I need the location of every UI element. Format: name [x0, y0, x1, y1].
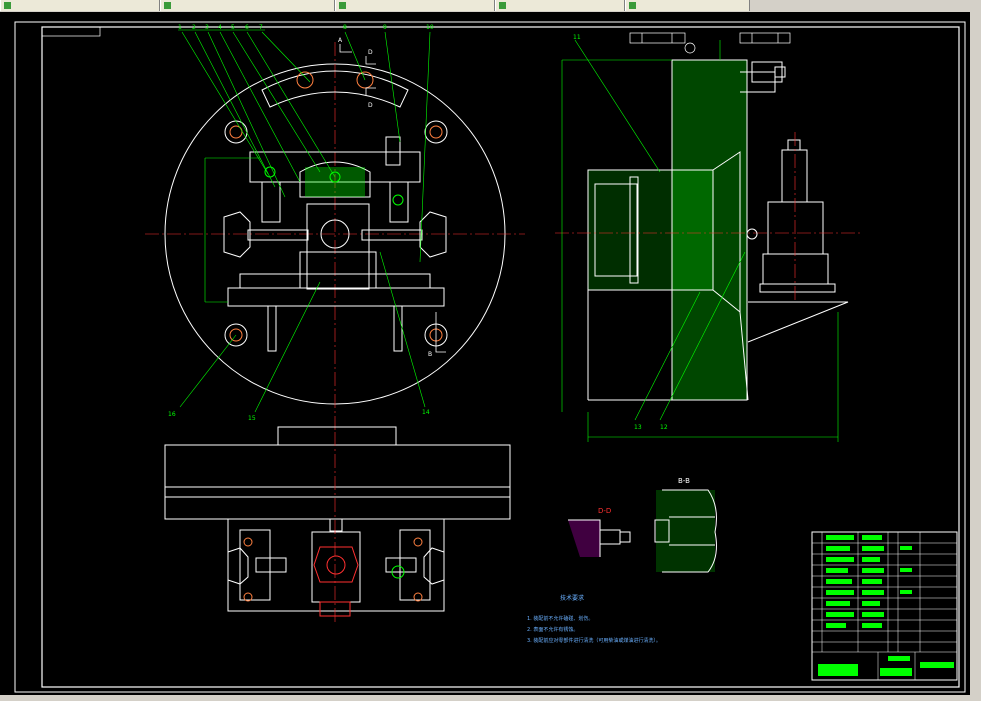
corner-block: [41, 26, 101, 37]
section-title-d-d: D-D: [598, 507, 611, 515]
callout-16: 16: [168, 411, 176, 418]
tab-4[interactable]: [495, 0, 625, 11]
callout-15: 15: [248, 415, 256, 422]
side-section-view: 11 13 12: [555, 32, 860, 442]
callout-12: 12: [660, 424, 668, 431]
callout-7: 7: [259, 24, 263, 31]
drawing-canvas[interactable]: 1 2 3 4 5 6 7 8 9 10 16 15 14 A D D B: [0, 12, 970, 695]
front-view: 1 2 3 4 5 6 7 8 9 10 16 15 14 A D D B: [145, 24, 525, 432]
callout-8: 8: [343, 24, 347, 31]
tab-1[interactable]: [0, 0, 160, 11]
section-mark-a: A: [338, 37, 343, 44]
sheet-inner-border: [41, 26, 960, 688]
arc-slot: [261, 70, 409, 108]
drawing-file-icon: [4, 2, 11, 9]
callout-14: 14: [422, 409, 430, 416]
tech-req-item-3: 3. 装配前应对零部件进行清洗（可用柴油或煤油进行清洗）。: [527, 638, 661, 644]
top-view: [164, 426, 511, 617]
title-block: [811, 531, 958, 681]
tab-5[interactable]: [625, 0, 750, 11]
tab-3[interactable]: [335, 0, 495, 11]
sheet-outer-border: [14, 21, 966, 693]
callout-6: 6: [245, 24, 249, 31]
section-mark-d-bottom: D: [368, 102, 373, 109]
callout-1: 1: [178, 24, 182, 31]
callout-13: 13: [634, 424, 642, 431]
drawing-file-icon: [339, 2, 346, 9]
callout-3: 3: [205, 24, 209, 31]
cad-drawing: 1 2 3 4 5 6 7 8 9 10 16 15 14 A D D B: [14, 21, 966, 693]
drawing-file-icon: [499, 2, 506, 9]
detail-b-b: B-B: [654, 477, 717, 573]
callout-5: 5: [231, 24, 235, 31]
section-title-b-b: B-B: [678, 477, 690, 485]
drawing-file-icon: [164, 2, 171, 9]
detail-d-d: D-D: [568, 507, 631, 557]
callout-4: 4: [218, 24, 222, 31]
section-mark-d-top: D: [368, 49, 373, 56]
drawing-file-icon: [629, 2, 636, 9]
callout-11: 11: [573, 34, 581, 41]
callout-2: 2: [192, 24, 196, 31]
tech-req-item-1: 1. 装配前不允许磕碰、划伤。: [527, 616, 594, 622]
tech-req-title: 技术要求: [560, 595, 585, 602]
callout-10: 10: [426, 24, 434, 31]
callout-9: 9: [383, 24, 387, 31]
vertical-scrollbar[interactable]: [970, 12, 981, 695]
section-mark-b: B: [428, 351, 432, 358]
tech-req-item-2: 2. 表面不允许有锈蚀。: [527, 627, 579, 633]
tab-2[interactable]: [160, 0, 335, 11]
leader-lines: [178, 29, 431, 413]
command-line[interactable]: [0, 695, 981, 701]
